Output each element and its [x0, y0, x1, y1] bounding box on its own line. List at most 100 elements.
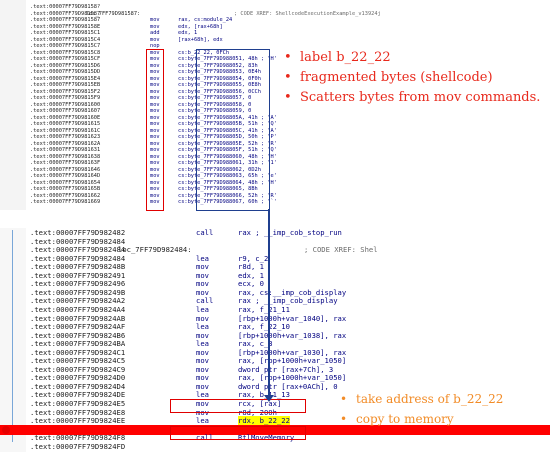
operands: rax, [rbp+1000h+var_1050] — [238, 356, 347, 366]
operands: cs:byte_7FF79D988061, 31h ; '1' — [178, 160, 277, 166]
mnemonic: mov — [150, 114, 160, 121]
operands: rax, f_21_11 — [238, 304, 290, 314]
mnemonic: mov — [150, 56, 160, 62]
address: .text:00007FF79D98248B — [30, 262, 126, 272]
annotation-fragmented-text: fragmented bytes (shellcode) — [300, 70, 493, 85]
operands: cs:byte_7FF79D988057, 0 — [178, 95, 252, 101]
address: .text:00007FF79D9824D4 — [30, 381, 126, 391]
address: .text:00007FF79D9815C4 — [30, 36, 101, 43]
operands: cs:byte_7FF79D988054, 0F0h — [178, 75, 261, 82]
mnemonic: mov — [196, 399, 209, 408]
address: .text:00007FF79D981587 — [30, 10, 101, 17]
mnemonic: mov — [150, 160, 160, 166]
operands: rax, [rbp+1000h+var_1050] — [238, 373, 347, 383]
operands: cs:byte_7FF79D988055, 0E8h — [178, 82, 261, 88]
operands: rax, cs:module_24 — [178, 17, 233, 23]
mnemonic: mov — [196, 270, 209, 280]
address: .text:00007FF79D9824A2 — [30, 296, 126, 306]
annotation-scatters-text: Scatters bytes from mov commands. — [300, 90, 541, 105]
mnemonic: mov — [196, 330, 209, 340]
mnemonic: mov — [150, 17, 160, 23]
operands: cs:byte_7FF79D988066, 52h ; 'R' — [178, 192, 277, 199]
mnemonic: call — [196, 433, 214, 443]
byte-operands-highlight-box — [196, 49, 270, 211]
operands: cs:byte_7FF79D988056, 0CCh — [178, 88, 261, 95]
address: .text:00007FF79D9824E5 — [30, 399, 126, 408]
operands: cs:byte_7FF79D98805B, 51h ; 'Q' — [178, 121, 277, 127]
operands: cs:byte_7FF79D988059, 0 — [178, 108, 252, 114]
code-label: loc_7FF79D981587: — [86, 10, 141, 17]
address: .text:00007FF79D981631 — [30, 147, 101, 153]
annotation-copy-text: copy to memory — [356, 412, 454, 426]
mnemonic: mov — [150, 192, 160, 199]
code-line[interactable]: .text:00007FF79D9824F5 — [0, 424, 550, 436]
address: .text:00007FF79D98161C — [30, 127, 101, 134]
code-line[interactable]: .text:00007FF79D982484 — [0, 237, 550, 248]
code-line[interactable]: .text:00007FF79D9824FD — [0, 442, 550, 452]
breakpoint-icon[interactable] — [2, 425, 10, 434]
operands: cs:byte_7FF79D98805C, 41h ; 'A' — [178, 127, 277, 134]
bullet-icon: • — [340, 412, 348, 426]
mnemonic: mov — [150, 140, 160, 147]
address: .text:00007FF79D981669 — [30, 199, 101, 205]
address: .text:00007FF79D981638 — [30, 153, 101, 160]
disassembly-view-top[interactable]: .text:00007FF79D98158?.text:00007FF79D98… — [0, 0, 550, 211]
code-line[interactable]: .text:00007FF79D98158? — [0, 4, 270, 11]
annotation-take-address-text: take address of b_22_22 — [356, 392, 504, 406]
mnemonic: mov — [196, 364, 209, 374]
